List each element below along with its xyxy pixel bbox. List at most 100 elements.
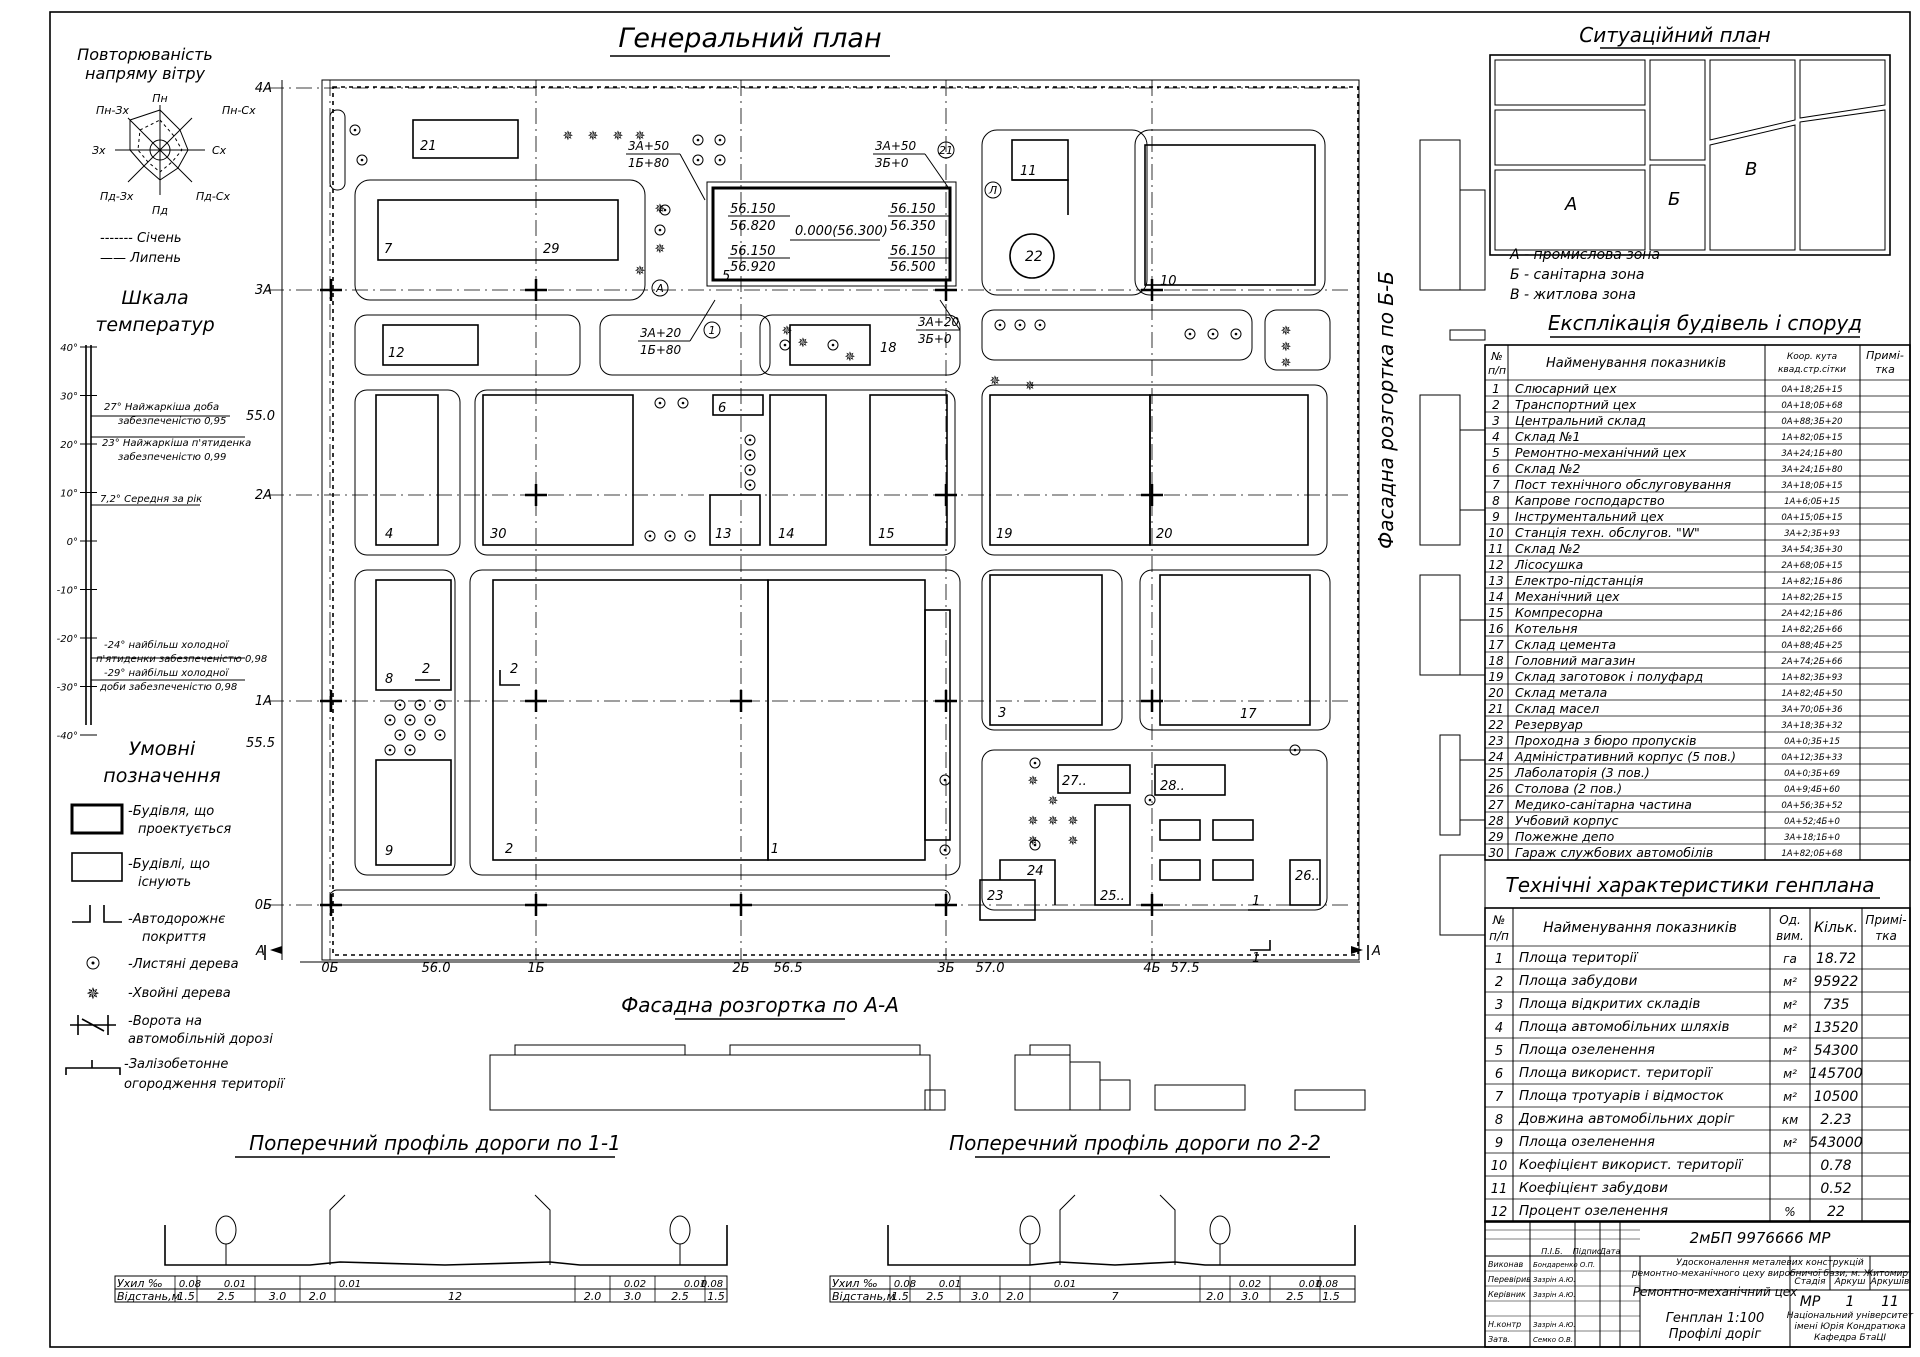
svg-text:13: 13 — [1488, 574, 1503, 588]
svg-text:6: 6 — [1492, 462, 1500, 476]
deciduous-tree-icon — [414, 729, 426, 741]
conifer-tree-icon: ✵ — [1028, 774, 1039, 789]
circle-mark-a: А — [655, 282, 664, 295]
wind-dir-sw: Пд-Зх — [100, 190, 134, 203]
svg-text:2: 2 — [1495, 975, 1503, 990]
svg-text:Лісосушка: Лісосушка — [1514, 557, 1583, 572]
bldg-num-11: 11 — [1020, 164, 1037, 179]
conifer-tree-icon: ✵ — [1025, 379, 1036, 394]
stamp-col-sign: Підпис — [1573, 1247, 1602, 1256]
deciduous-tree-icon — [939, 774, 951, 786]
building-4 — [375, 394, 439, 546]
bldg-num-22: 22 — [1025, 249, 1043, 265]
facade-bb-title: Фасадна розгортка по Б-Б — [1374, 271, 1398, 549]
svg-text:543000: 543000 — [1809, 1135, 1863, 1151]
conifer-tree-icon: ✵ — [655, 202, 666, 217]
x-mark-57-5: 57.5 — [1171, 961, 1200, 976]
facade-aa-title: Фасадна розгортка по А-А — [621, 993, 899, 1017]
expl-head-note: Примі- — [1866, 349, 1904, 362]
profile-dist-cell: 7 — [1112, 1290, 1119, 1303]
svg-text:12: 12 — [1491, 1205, 1508, 1220]
conifer-tree-icon: ✵ — [635, 264, 646, 279]
svg-text:Склад масел: Склад масел — [1515, 701, 1599, 716]
svg-text:18: 18 — [1488, 654, 1504, 668]
svg-text:28: 28 — [1488, 814, 1504, 828]
conifer-tree-icon: ✵ — [1048, 794, 1059, 809]
deciduous-tree-icon — [744, 464, 756, 476]
svg-text:м²: м² — [1783, 975, 1797, 989]
svg-text:1: 1 — [1495, 952, 1503, 967]
elev-g: 56.920 — [730, 260, 776, 275]
deciduous-tree-icon — [414, 699, 426, 711]
temp-note-9: доби забезпеченістю 0,98 — [99, 681, 237, 693]
svg-text:Учбовий корпус: Учбовий корпус — [1515, 813, 1619, 828]
site-plan: 4А 3А 2А 1А 0Б 0Б 1Б 2Б 3Б 4Б 56.0 56.5 … — [246, 79, 1381, 976]
temp-tick-2: 20° — [60, 440, 78, 451]
svg-text:23: 23 — [1488, 734, 1503, 748]
zone-legend-a: А - промислова зона — [1509, 247, 1660, 263]
svg-text:Станція техн. обслугов. "W": Станція техн. обслугов. "W" — [1515, 525, 1700, 540]
section-1-1-marks: 1 1 — [1248, 894, 1271, 966]
section-2-2-marks: 2 2 — [415, 662, 520, 686]
svg-text:Пожежне депо: Пожежне депо — [1515, 829, 1615, 844]
building-10 — [1144, 144, 1316, 286]
building-24 — [999, 859, 1056, 905]
svg-text:2А+74;2Б+66: 2А+74;2Б+66 — [1781, 657, 1843, 667]
svg-text:6: 6 — [1495, 1067, 1503, 1082]
coord-3: 3А+50 — [875, 139, 917, 153]
svg-text:вим.: вим. — [1776, 929, 1804, 943]
deciduous-tree-icon — [1289, 744, 1301, 756]
svg-text:16: 16 — [1488, 622, 1504, 636]
svg-text:2.23: 2.23 — [1820, 1112, 1851, 1128]
grid-col-2b: 2Б — [732, 961, 749, 976]
profile-slope-cell: 0.01 — [224, 1279, 246, 1290]
svg-text:Інструментальний цех: Інструментальний цех — [1515, 509, 1665, 524]
svg-text:10: 10 — [1488, 526, 1504, 540]
svg-text:Склад №1: Склад №1 — [1515, 429, 1581, 444]
legend-4a: -Листяні дерева — [128, 957, 239, 972]
bldg-num-21: 21 — [420, 139, 437, 154]
building-17 — [1159, 574, 1311, 726]
svg-text:км: км — [1782, 1113, 1798, 1127]
svg-text:9: 9 — [1495, 1136, 1503, 1151]
bldg-num-15: 15 — [878, 527, 895, 542]
section-a-left: А — [255, 944, 265, 959]
bldg-num-14: 14 — [778, 527, 795, 542]
bldg-num-26: 26.. — [1295, 869, 1320, 884]
svg-text:14: 14 — [1488, 590, 1503, 604]
svg-text:0А+52;4Б+0: 0А+52;4Б+0 — [1784, 817, 1840, 827]
grid-col-3b: 3Б — [937, 961, 954, 976]
temp-note-3: 23° Найжаркіша п'ятиденка — [102, 437, 251, 449]
stamp-sheet-2: Профілі доріг — [1669, 1327, 1762, 1342]
profile-dist-cell: 3.0 — [269, 1290, 287, 1303]
y-mark-55-5: 55.5 — [246, 736, 275, 751]
deciduous-tree-icon — [404, 714, 416, 726]
wind-dir-nw: Пн-Зх — [96, 104, 129, 117]
svg-text:Склад цемента: Склад цемента — [1515, 637, 1616, 652]
profile-slope-cell: 0.08 — [1316, 1279, 1338, 1290]
svg-text:Площа озеленення: Площа озеленення — [1519, 1134, 1655, 1150]
svg-text:145700: 145700 — [1809, 1066, 1863, 1082]
legend-deciduous-tree-icon — [86, 956, 100, 970]
bldg-num-6: 6 — [718, 401, 726, 416]
legend-gate-symbol — [70, 1015, 116, 1035]
bldg-num-5: 5 — [722, 269, 730, 284]
svg-text:8: 8 — [1495, 1113, 1503, 1128]
conifer-tree-icon: ✵ — [798, 336, 809, 351]
profile-dist-cell: 3.0 — [1241, 1290, 1259, 1303]
svg-text:3А+70;0Б+36: 3А+70;0Б+36 — [1781, 705, 1843, 715]
svg-text:3А+18;3Б+32: 3А+18;3Б+32 — [1781, 721, 1842, 731]
svg-text:м²: м² — [1783, 998, 1797, 1012]
svg-text:1А+82;4Б+50: 1А+82;4Б+50 — [1781, 689, 1842, 699]
stamp-project-2: ремонтно-механічного цеху виробничої баз… — [1631, 1269, 1909, 1279]
svg-text:Котельня: Котельня — [1515, 621, 1578, 636]
svg-text:13520: 13520 — [1814, 1020, 1859, 1036]
building-26 — [1289, 859, 1321, 906]
